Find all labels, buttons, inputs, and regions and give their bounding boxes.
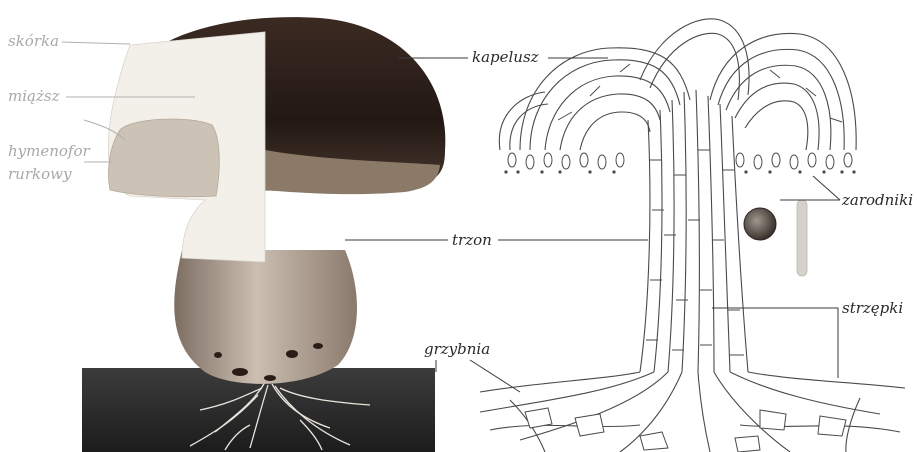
- label-kapelusz-group: kapelusz: [398, 48, 608, 66]
- label-hymenofor-group: hymenofor rurkowy: [8, 120, 125, 183]
- label-miazsz: miąższ: [8, 87, 60, 105]
- stem-photo: [174, 250, 357, 384]
- label-trzon: trzon: [452, 231, 492, 249]
- label-trzon-group: trzon: [345, 231, 648, 249]
- label-grzybnia-group: grzybnia: [424, 340, 520, 392]
- label-skorka-group: skórka: [8, 32, 130, 50]
- hyphae-trunk: [640, 90, 748, 372]
- spore-elongated: [797, 200, 807, 276]
- canopy-hyphae: [499, 19, 856, 150]
- mushroom-illustration: [82, 17, 445, 452]
- spore-round: [744, 208, 776, 240]
- network-cells: [525, 408, 846, 452]
- label-strzepki: strzępki: [842, 299, 903, 317]
- spore-dots: [504, 170, 855, 173]
- label-hymenofor-line1: hymenofor: [8, 142, 91, 160]
- label-zarodniki: zarodniki: [841, 191, 913, 209]
- hymenophore-tubes: [108, 119, 219, 197]
- label-hymenofor-line2: rurkowy: [8, 165, 72, 183]
- label-kapelusz: kapelusz: [472, 48, 539, 66]
- label-strzepki-group: strzępki: [712, 299, 903, 378]
- hyphae-drawing: [480, 19, 905, 452]
- label-skorka: skórka: [8, 32, 59, 50]
- label-grzybnia: grzybnia: [424, 340, 490, 358]
- basidia-tips: [508, 153, 852, 169]
